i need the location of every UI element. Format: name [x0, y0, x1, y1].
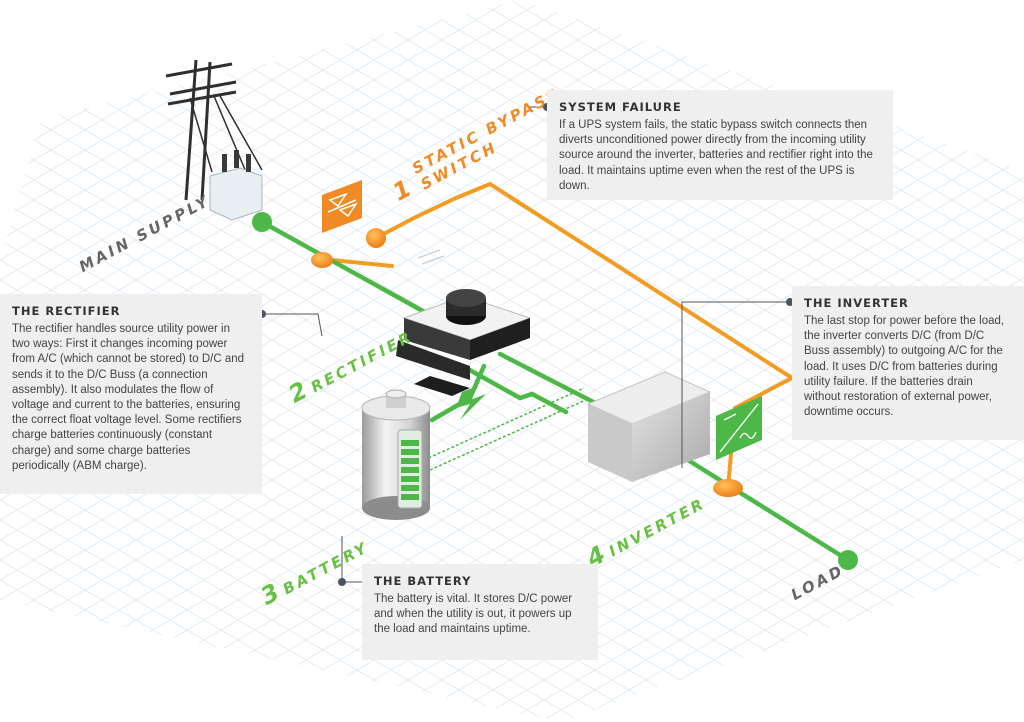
- battery-title: THE BATTERY: [374, 574, 472, 588]
- transformer: [209, 150, 263, 221]
- switch-gap-icon: [417, 249, 445, 265]
- battery-dc-link: [423, 387, 591, 471]
- system-failure-body: If a UPS system fails, the static bypass…: [559, 119, 873, 192]
- battery-body: The battery is vital. It stores D/C powe…: [374, 593, 573, 636]
- lightning-bolt-icon: [456, 386, 486, 420]
- battery-unit: [361, 389, 431, 520]
- rectifier-callout: THE RECTIFIER The rectifier handles sour…: [0, 294, 262, 494]
- battery-callout-dot: [338, 578, 346, 586]
- battery-callout: THE BATTERY The battery is vital. It sto…: [362, 564, 598, 660]
- static-bypass-switch-icon: [322, 180, 362, 233]
- rectifier-unit: [396, 289, 532, 396]
- utility-pole: [165, 59, 263, 201]
- rectifier-body: The rectifier handles source utility pow…: [12, 323, 245, 472]
- inverter-symbol-icon: [716, 396, 762, 460]
- inverter-callout: THE INVERTER The last stop for power bef…: [792, 286, 1024, 440]
- bypass-node-top: [366, 228, 386, 248]
- load-node: [838, 550, 858, 570]
- bypass-node-left: [311, 252, 333, 268]
- rectifier-title: THE RECTIFIER: [12, 304, 121, 318]
- system-failure-callout: SYSTEM FAILURE If a UPS system fails, th…: [547, 90, 893, 200]
- system-failure-title: SYSTEM FAILURE: [559, 100, 682, 114]
- inverter-title: THE INVERTER: [804, 296, 909, 310]
- main-supply-node: [252, 212, 272, 232]
- inverter-unit: [586, 371, 712, 482]
- inverter-body: The last stop for power before the load,…: [804, 315, 1005, 419]
- inverter-bypass-node: [713, 479, 743, 497]
